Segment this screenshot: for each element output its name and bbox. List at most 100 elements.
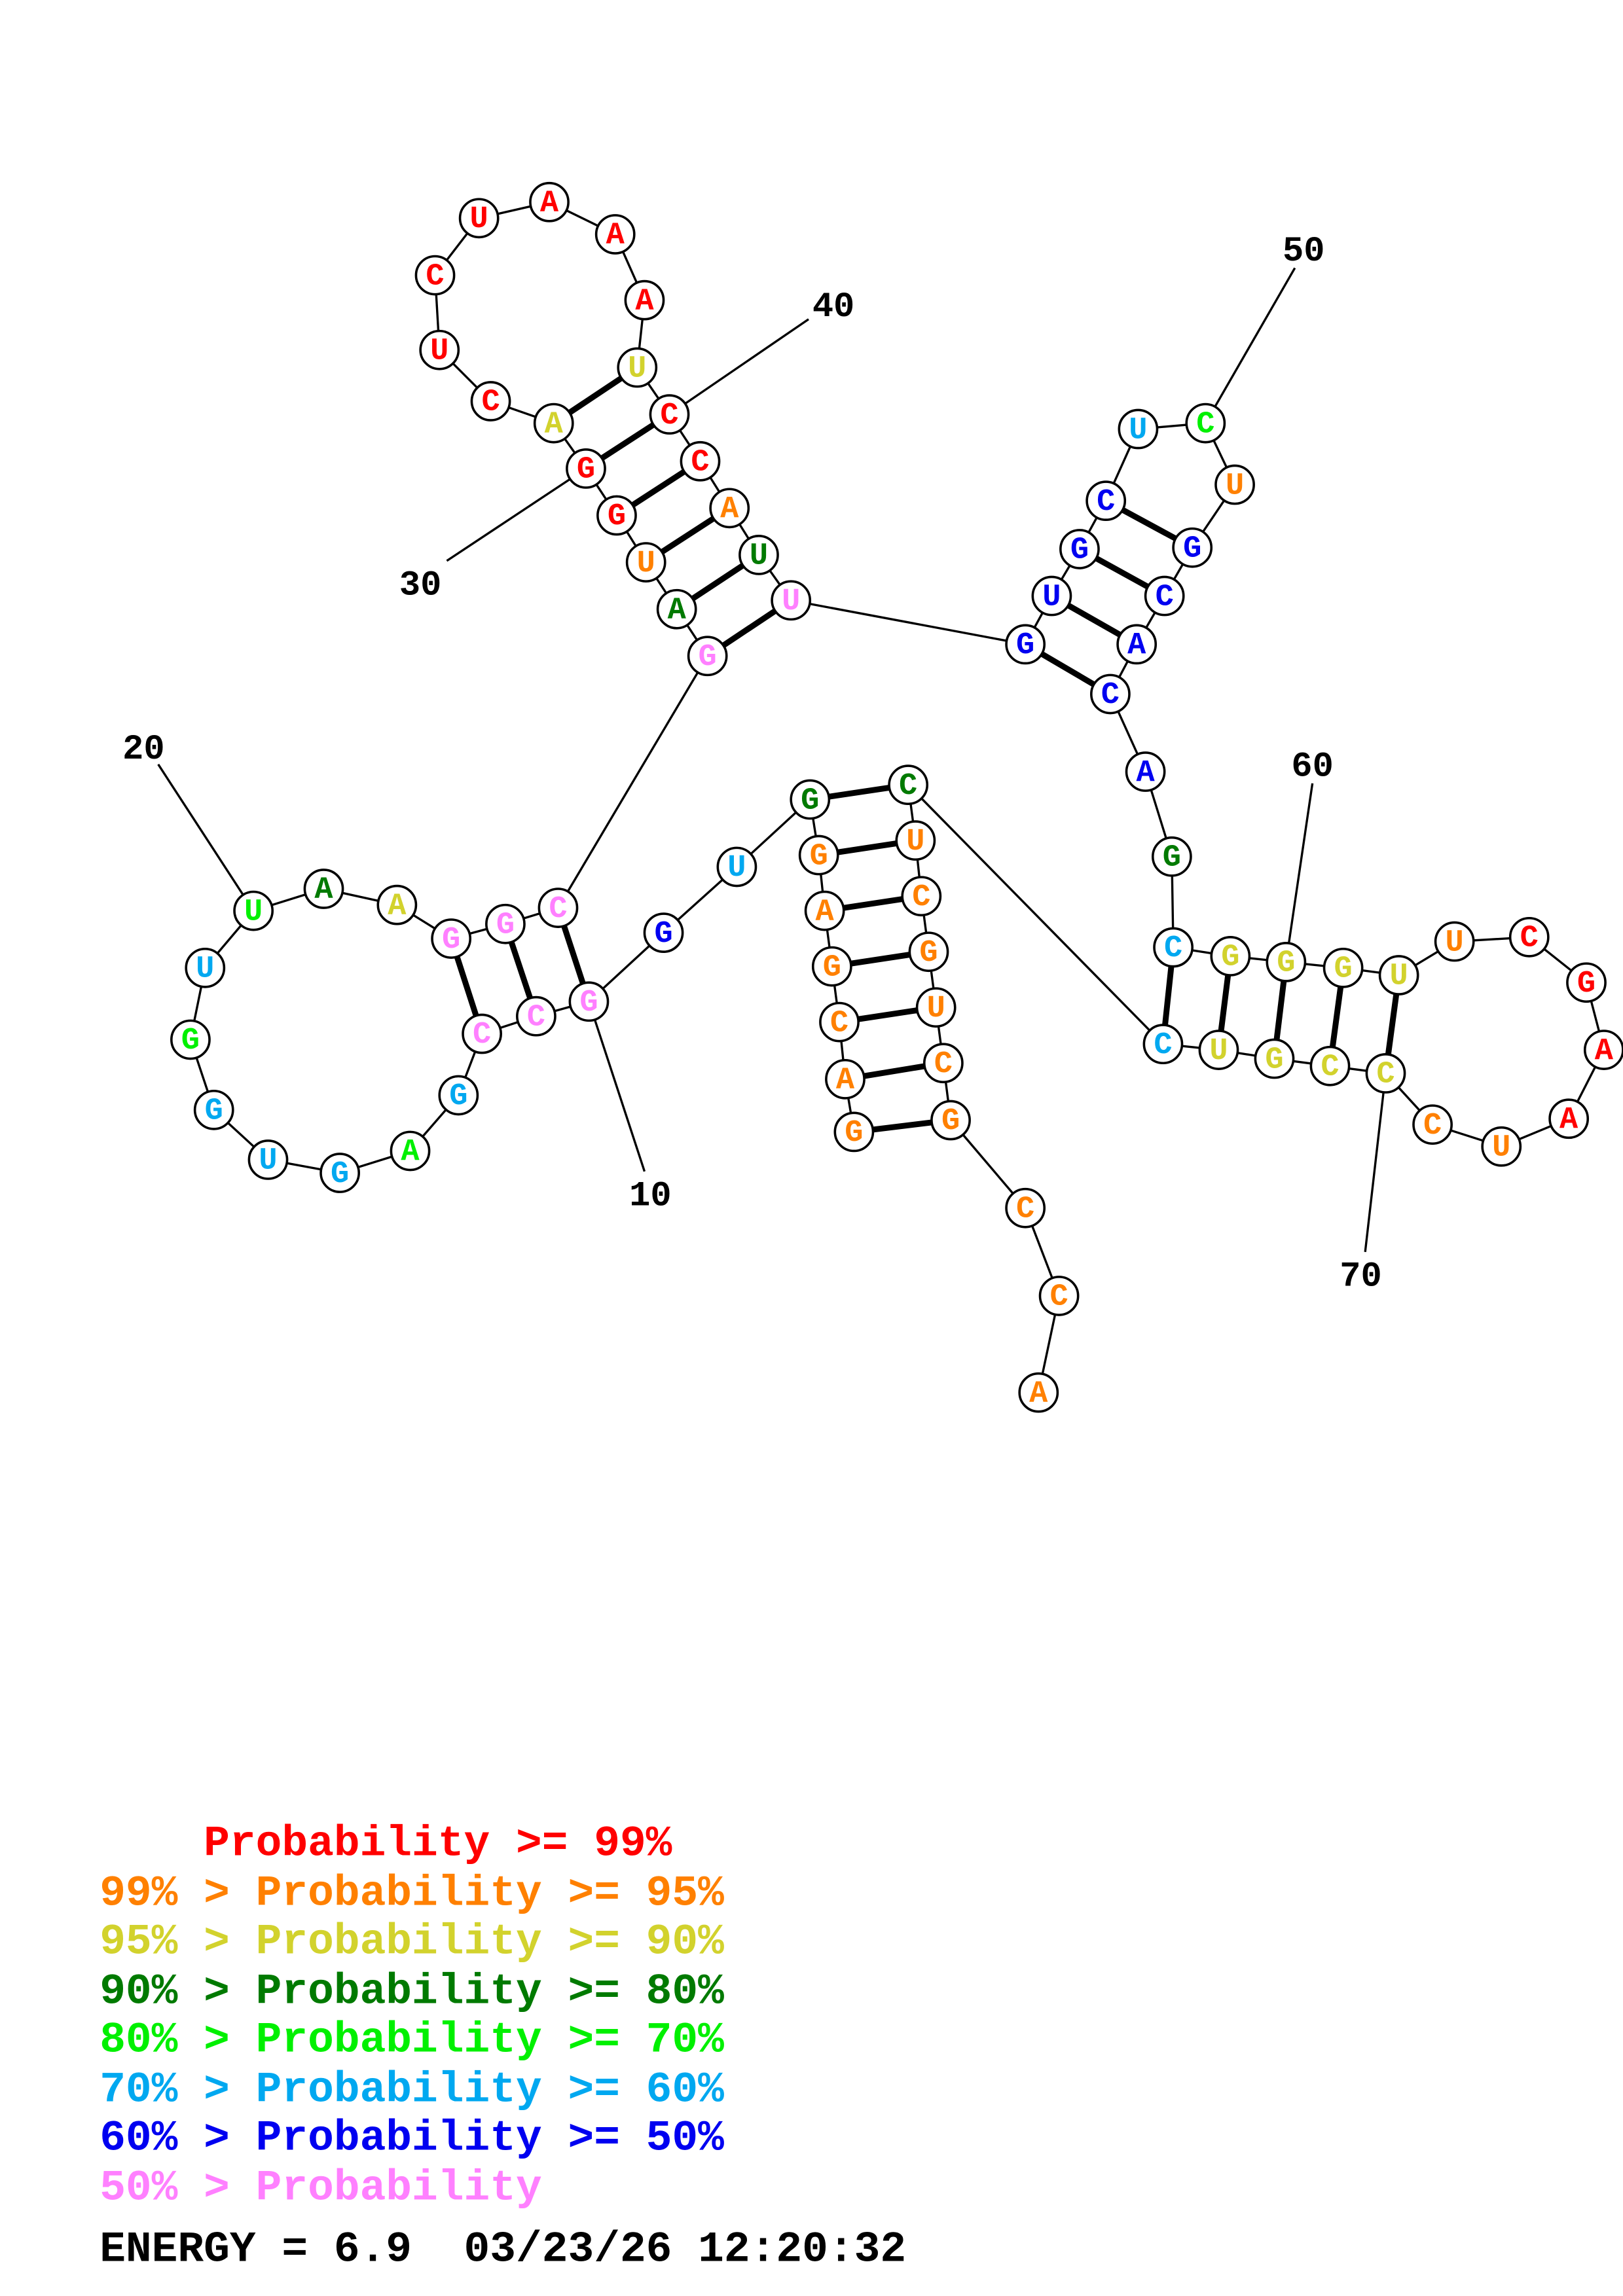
nucleotide-circle [538, 888, 579, 928]
legend: Probability >= 99% 99% > Probability >= … [100, 1820, 906, 2274]
nucleotide-base: G [1070, 533, 1089, 568]
nucleotide: G [193, 1089, 234, 1130]
nucleotide: U [1198, 1030, 1239, 1070]
nucleotide-base: C [1154, 1028, 1172, 1063]
nucleotide-circle [1144, 575, 1185, 617]
nucleotide-base: U [927, 992, 945, 1026]
nucleotide-circle [819, 1001, 860, 1043]
nucleotide-circle [1005, 1187, 1046, 1229]
nucleotide-base: C [830, 1006, 848, 1041]
nucleotide: A [624, 279, 665, 321]
nucleotide-circle [1548, 1098, 1590, 1139]
position-label-line [668, 318, 809, 416]
nucleotide: C [1142, 1024, 1184, 1065]
nucleotide-base: G [1277, 946, 1295, 981]
nucleotide: A [1125, 751, 1166, 792]
position-label: 60 [1291, 747, 1333, 787]
nucleotide-base: C [481, 386, 500, 420]
nucleotide-base: U [1042, 580, 1061, 615]
nucleotide-circle [1059, 529, 1100, 569]
nucleotide: G [485, 903, 526, 944]
position-label: 10 [629, 1176, 671, 1216]
nucleotide-circle [790, 779, 831, 820]
nucleotide-base: G [1221, 941, 1239, 975]
nucleotide-base: U [244, 895, 263, 929]
nucleotide: A [709, 488, 750, 529]
nucleotide: U [233, 890, 274, 931]
nucleotide-circle [529, 181, 570, 223]
nucleotide: U [771, 580, 812, 621]
nucleotide-base: A [668, 593, 687, 628]
nucleotide-base: G [654, 917, 672, 952]
nucleotide: U [625, 542, 666, 583]
position-label: 30 [399, 565, 441, 605]
nucleotide: C [1005, 1187, 1046, 1229]
nucleotide: G [568, 981, 610, 1022]
nucleotide-base: A [545, 407, 564, 442]
nucleotide-base: C [1321, 1050, 1339, 1085]
position-label: 40 [812, 287, 854, 327]
nucleotide: A [656, 588, 697, 630]
nucleotide-base: A [1595, 1034, 1614, 1069]
nucleotide-base: G [801, 783, 819, 818]
nucleotide-circle [901, 876, 942, 917]
nucleotide-circle [649, 394, 690, 435]
nucleotide: G [811, 946, 852, 987]
nucleotide-circle [895, 820, 936, 861]
nucleotide-base: A [606, 219, 625, 253]
nucleotide-base: C [1164, 931, 1182, 966]
nucleotide: U [458, 198, 500, 239]
backbone-link [557, 655, 709, 908]
nucleotide-base: U [782, 584, 800, 619]
nucleotide-base: G [442, 923, 460, 958]
nucleotide: A [804, 890, 845, 931]
nucleotide-base: G [1016, 628, 1034, 663]
nucleotide: U [739, 535, 779, 575]
nucleotide-base: C [473, 1018, 491, 1052]
nucleotide: G [170, 1019, 211, 1060]
nucleotide: U [915, 987, 957, 1028]
nucleotide-base: G [919, 936, 938, 971]
nucleotide-circle [319, 1153, 360, 1193]
nucleotide-circle [462, 1013, 502, 1054]
legend-line-95: 99% > Probability >= 95% [100, 1869, 724, 1918]
nucleotide-base: G [1265, 1043, 1283, 1077]
nucleotide-circle [390, 1130, 431, 1172]
nucleotide-circle [568, 981, 610, 1022]
nucleotide-base: U [750, 539, 768, 574]
nucleotide-circle [566, 448, 606, 489]
nucleotide-circle [739, 535, 779, 575]
nucleotide-circle [1172, 527, 1213, 568]
nucleotide-base: U [1209, 1034, 1228, 1069]
legend-line-below-50: 50% > Probability [100, 2163, 542, 2212]
nucleotide-base: A [1029, 1376, 1048, 1411]
nucleotide-circle [1254, 1038, 1295, 1079]
nucleotide-base: C [691, 445, 709, 480]
nucleotide: C [1038, 1276, 1080, 1316]
nucleotide-circle [485, 903, 526, 944]
nucleotide-base: C [527, 1000, 545, 1035]
nucleotide-circle [1118, 408, 1159, 450]
nucleotide: G [687, 636, 728, 677]
position-label-line [587, 1001, 646, 1172]
nucleotide: G [833, 1111, 875, 1153]
nucleotide-base: G [331, 1157, 349, 1192]
nucleotide-circle [1198, 1030, 1239, 1070]
nucleotide-circle [833, 1111, 875, 1153]
nucleotide-circle [888, 764, 929, 806]
nucleotide-circle [1125, 751, 1166, 792]
legend-line-50: 60% > Probability >= 50% [100, 2113, 724, 2162]
nucleotide-base: A [1136, 756, 1155, 791]
nucleotide-circle [1085, 480, 1127, 522]
nucleotide: G [438, 1075, 479, 1116]
nucleotide-circle [1038, 1276, 1080, 1316]
nucleotide: U [1434, 921, 1475, 962]
nucleotide-base: G [579, 986, 598, 1020]
nucleotide-base: U [637, 547, 655, 581]
nucleotide: G [566, 448, 606, 489]
nucleotide-base: C [1097, 485, 1115, 520]
nucleotide-base: C [1101, 678, 1120, 713]
